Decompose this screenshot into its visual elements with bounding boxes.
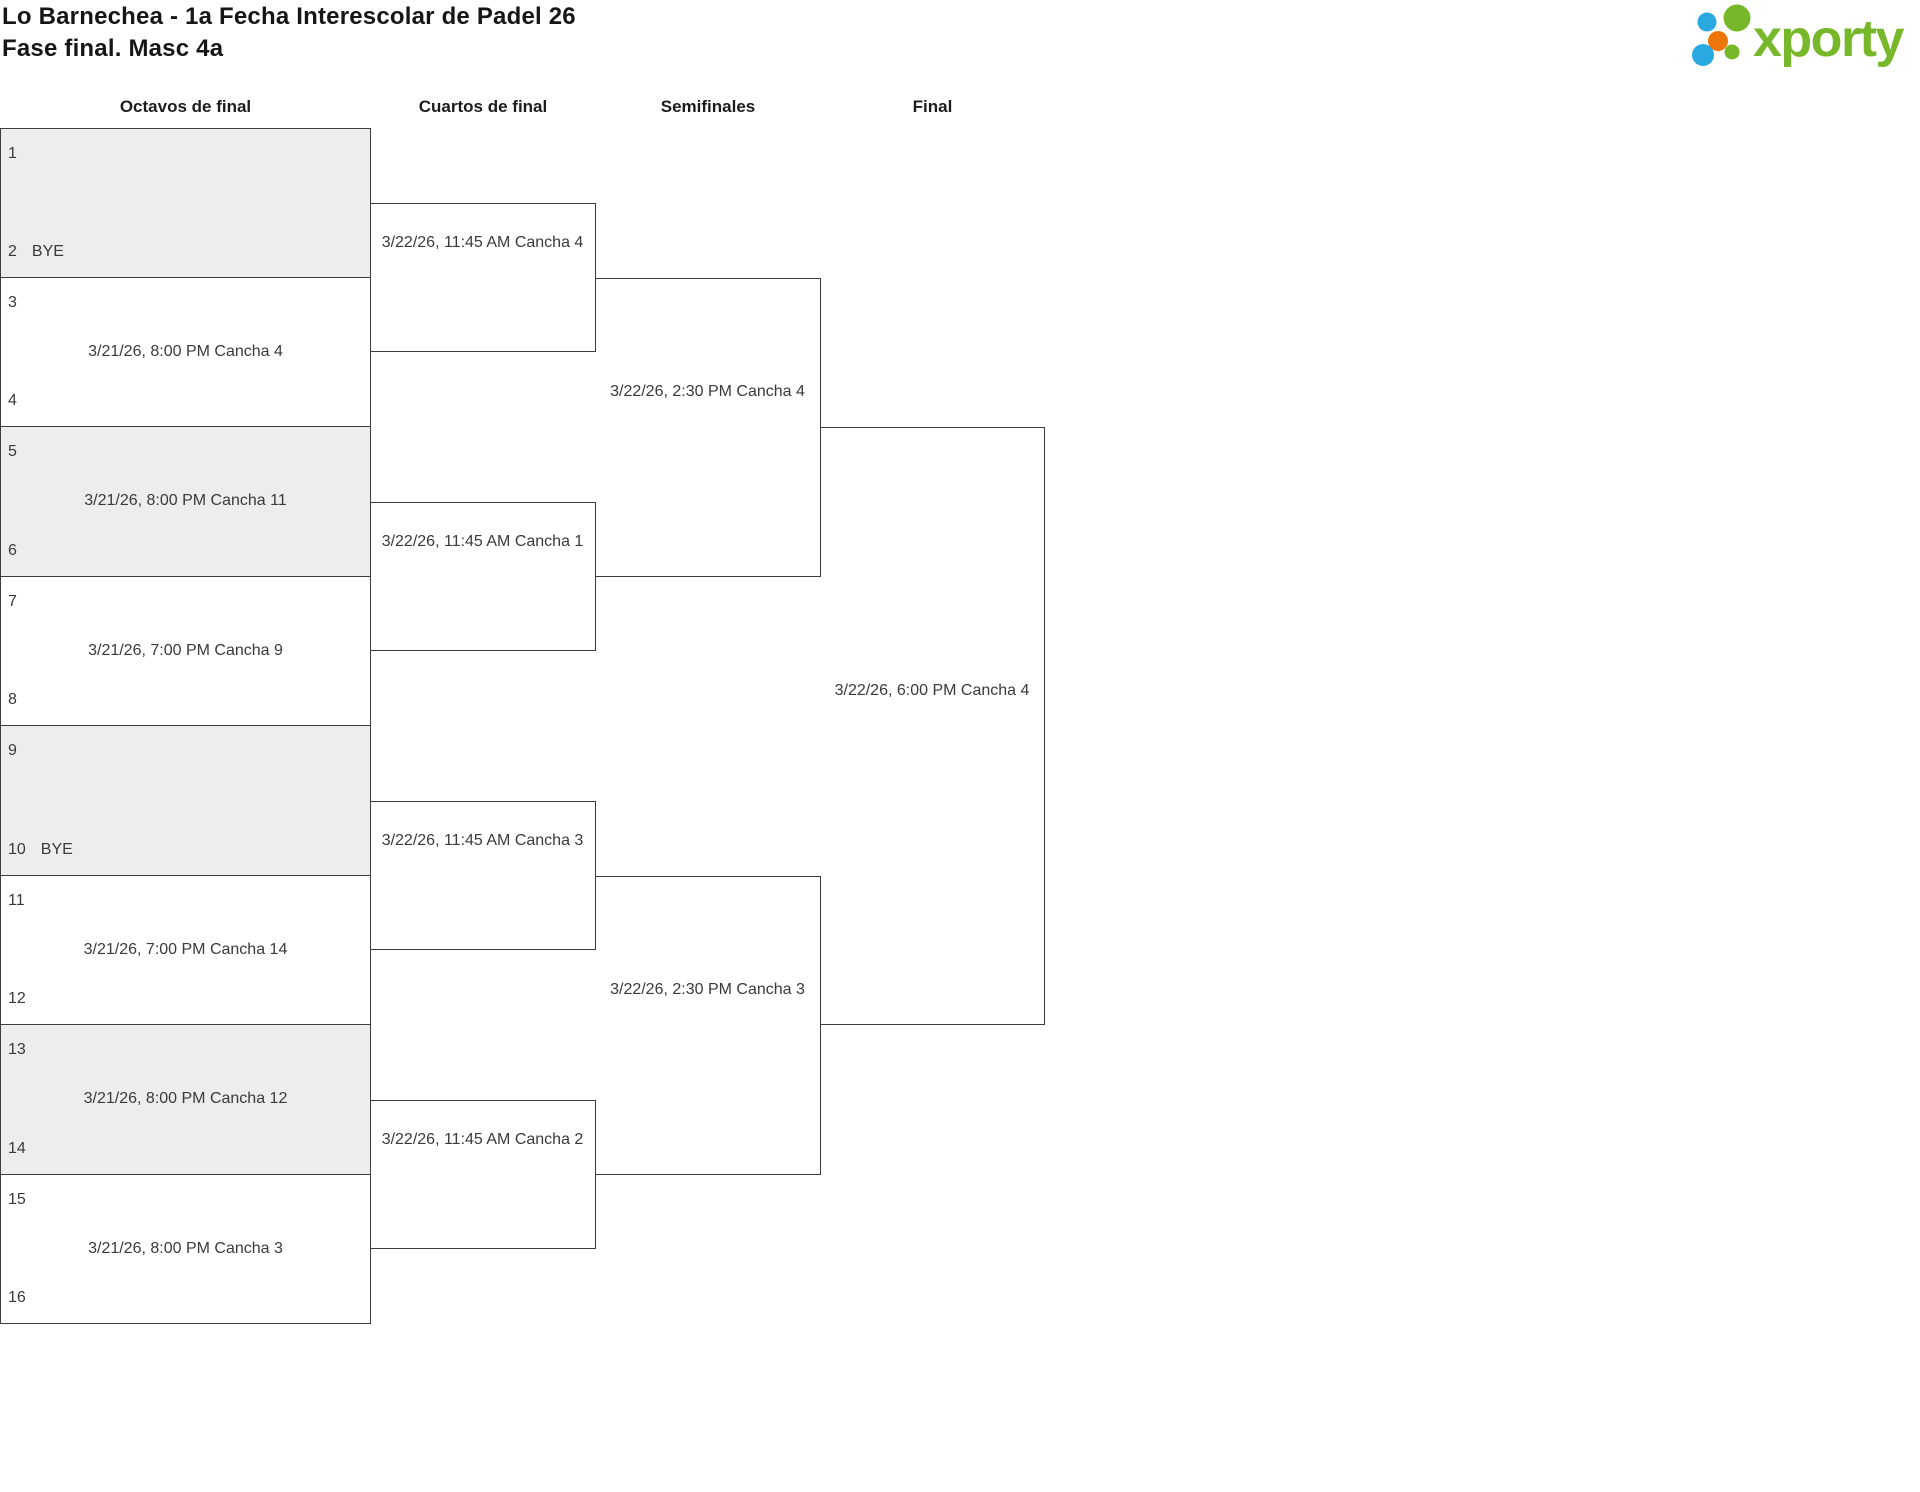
match-schedule: 3/22/26, 6:00 PM Cancha 4 <box>834 682 1030 699</box>
match-slot: 15 <box>8 1191 363 1209</box>
match-slot: 2 BYE <box>8 243 363 261</box>
match-slot: 4 <box>8 392 363 410</box>
match-schedule: 3/21/26, 7:00 PM Cancha 9 <box>88 641 283 659</box>
bye-tag: BYE <box>31 242 64 260</box>
seed-number: 4 <box>8 392 17 409</box>
round-header-cuartos: Cuartos de final <box>418 97 548 116</box>
match-cuartos-2[interactable]: 3/22/26, 11:45 AM Cancha 1 <box>370 501 596 652</box>
match-slot: 6 <box>8 542 363 560</box>
seed-number: 16 <box>8 1289 26 1306</box>
match-cuartos-1[interactable]: 3/22/26, 11:45 AM Cancha 4 <box>370 202 596 353</box>
logo-dot-green-large <box>1723 4 1751 32</box>
match-slot: 5 <box>8 443 363 461</box>
match-slot: 7 <box>8 593 363 611</box>
match-schedule: 3/21/26, 8:00 PM Cancha 12 <box>83 1090 288 1108</box>
match-semifinal-1[interactable]: 3/22/26, 2:30 PM Cancha 4 <box>595 277 821 577</box>
seed-number: 10 <box>8 840 26 858</box>
logo-dot-orange <box>1708 31 1728 51</box>
seed-number: 5 <box>8 443 17 460</box>
match-octavos-5[interactable]: 9 10 BYE <box>0 725 371 876</box>
seed-number: 7 <box>8 592 17 610</box>
page-title: Lo Barnechea - 1a Fecha Interescolar de … <box>2 3 576 30</box>
seed-number: 8 <box>8 691 17 708</box>
match-octavos-8[interactable]: 15 3/21/26, 8:00 PM Cancha 3 16 <box>0 1173 371 1324</box>
match-schedule: 3/22/26, 11:45 AM Cancha 1 <box>381 532 584 550</box>
logo-wordmark: xporty <box>1753 10 1905 68</box>
match-octavos-4[interactable]: 7 3/21/26, 7:00 PM Cancha 9 8 <box>0 575 371 726</box>
match-slot: 9 <box>8 742 363 760</box>
seed-number: 11 <box>8 891 25 909</box>
round-header-final: Final <box>912 97 953 116</box>
xporty-logo: xporty <box>1692 4 1906 68</box>
seed-number: 2 <box>8 242 17 260</box>
page-subtitle: Fase final. Masc 4a <box>2 35 224 62</box>
seed-number: 12 <box>8 990 26 1007</box>
round-header-semifinales: Semifinales <box>660 97 756 116</box>
seed-number: 14 <box>8 1139 26 1157</box>
seed-number: 1 <box>8 145 17 162</box>
match-schedule: 3/21/26, 8:00 PM Cancha 4 <box>88 342 283 360</box>
match-schedule: 3/21/26, 8:00 PM Cancha 3 <box>88 1239 283 1257</box>
match-slot: 12 <box>8 990 363 1008</box>
match-slot: 16 <box>8 1289 363 1307</box>
match-octavos-2[interactable]: 3 3/21/26, 8:00 PM Cancha 4 4 <box>0 276 371 427</box>
match-cuartos-3[interactable]: 3/22/26, 11:45 AM Cancha 3 <box>370 800 596 951</box>
match-octavos-7[interactable]: 13 3/21/26, 8:00 PM Cancha 12 14 <box>0 1024 371 1175</box>
match-octavos-3[interactable]: 5 3/21/26, 8:00 PM Cancha 11 6 <box>0 426 371 577</box>
match-slot: 11 <box>8 892 363 910</box>
match-slot: 8 <box>8 691 363 709</box>
match-schedule: 3/22/26, 2:30 PM Cancha 3 <box>610 981 805 998</box>
match-schedule: 3/22/26, 2:30 PM Cancha 4 <box>610 383 805 400</box>
match-slot: 10 BYE <box>8 841 363 859</box>
bye-tag: BYE <box>40 840 73 858</box>
match-octavos-6[interactable]: 11 3/21/26, 7:00 PM Cancha 14 12 <box>0 874 371 1025</box>
match-semifinal-2[interactable]: 3/22/26, 2:30 PM Cancha 3 <box>595 875 821 1175</box>
seed-number: 9 <box>8 742 17 759</box>
match-octavos-1[interactable]: 1 2 BYE <box>0 128 371 278</box>
logo-dot-green-small <box>1724 44 1740 60</box>
seed-number: 3 <box>8 293 17 311</box>
match-slot: 1 <box>8 145 363 163</box>
match-schedule: 3/22/26, 11:45 AM Cancha 2 <box>381 1130 584 1148</box>
match-slot: 14 <box>8 1140 363 1158</box>
match-final[interactable]: 3/22/26, 6:00 PM Cancha 4 <box>820 427 1045 1025</box>
match-schedule: 3/21/26, 7:00 PM Cancha 14 <box>83 940 288 958</box>
match-slot: 13 <box>8 1041 363 1059</box>
logo-dot-blue-small <box>1697 12 1717 32</box>
seed-number: 6 <box>8 541 17 559</box>
logo-dot-blue-large <box>1692 44 1714 66</box>
seed-number: 13 <box>8 1041 26 1058</box>
round-header-octavos: Octavos de final <box>119 97 252 116</box>
match-schedule: 3/22/26, 11:45 AM Cancha 4 <box>381 233 584 251</box>
match-cuartos-4[interactable]: 3/22/26, 11:45 AM Cancha 2 <box>370 1099 596 1250</box>
match-slot: 3 <box>8 294 363 312</box>
match-schedule: 3/22/26, 11:45 AM Cancha 3 <box>381 831 584 849</box>
seed-number: 15 <box>8 1190 26 1208</box>
match-schedule: 3/21/26, 8:00 PM Cancha 11 <box>84 492 287 510</box>
